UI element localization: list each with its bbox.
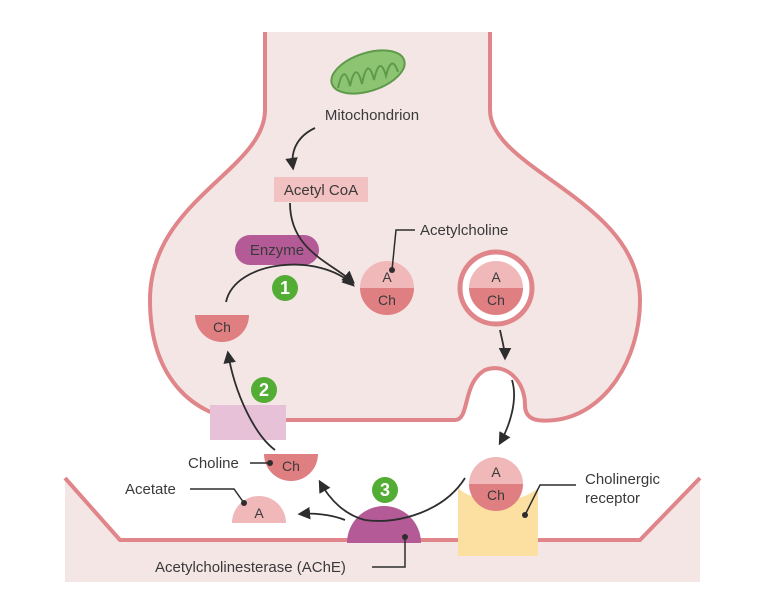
enzyme-shape <box>235 235 319 265</box>
bound-acetyl-label: A <box>491 464 501 480</box>
mitochondrion-icon <box>330 49 406 95</box>
step-badge-1 <box>272 275 298 301</box>
acetyl-coa-box <box>274 177 368 202</box>
acetylcholinesterase-shape <box>347 506 421 543</box>
bound-acetylcholine <box>469 457 523 511</box>
choline-cleft-part-label: Ch <box>282 458 300 474</box>
acetate-leader <box>190 488 245 504</box>
synaptic-vesicle <box>457 249 535 327</box>
step-badge-2 <box>251 377 277 403</box>
receptor-label-line2: receptor <box>585 490 640 507</box>
bound-choline-label: Ch <box>487 487 505 503</box>
vesicle-choline-label: Ch <box>487 292 505 308</box>
choline-label: Choline <box>188 455 239 472</box>
receptor-label-line1: Cholinergic <box>585 471 661 488</box>
arrow-release-to-cleft <box>498 379 515 446</box>
step-number-2: 2 <box>259 380 269 400</box>
choline-part-label: Ch <box>378 292 396 308</box>
acetylcholine-molecule <box>360 261 414 315</box>
mitochondrion-label: Mitochondrion <box>325 107 419 124</box>
arrow-vesicle-to-release <box>498 329 512 361</box>
arrow-choline-reuptake <box>223 350 276 451</box>
choline-inside-molecule <box>195 315 249 342</box>
step-number-1: 1 <box>280 278 290 298</box>
ache-label: Acetylcholinesterase (AChE) <box>155 559 346 576</box>
step-badge-3 <box>372 477 398 503</box>
acetyl-part-label: A <box>382 269 392 285</box>
receptor-leader <box>524 484 576 516</box>
acetyl-coa-label: Acetyl CoA <box>284 182 358 199</box>
arrow-ache-to-acetate <box>297 506 346 521</box>
arrow-ach-to-ache <box>318 477 466 522</box>
cholinergic-receptor <box>458 488 538 556</box>
vesicle-acetyl-label: A <box>491 269 501 285</box>
choline-cleft-molecule <box>264 454 318 481</box>
presynaptic-terminal <box>148 26 642 423</box>
acetylcholine-leader <box>391 229 415 271</box>
arrow-choline-to-ach <box>225 263 355 303</box>
acetylcholine-label: Acetylcholine <box>420 222 508 239</box>
arrow-mito-to-acetylcoa <box>285 127 316 171</box>
choline-transporter <box>210 405 286 440</box>
enzyme-label: Enzyme <box>250 242 304 259</box>
choline-inside-part-label: Ch <box>213 319 231 335</box>
step-number-3: 3 <box>380 480 390 500</box>
ache-leader <box>372 537 406 568</box>
postsynaptic-membrane <box>65 478 700 582</box>
acetate-label: Acetate <box>125 481 176 498</box>
acetate-part-label: A <box>254 505 264 521</box>
